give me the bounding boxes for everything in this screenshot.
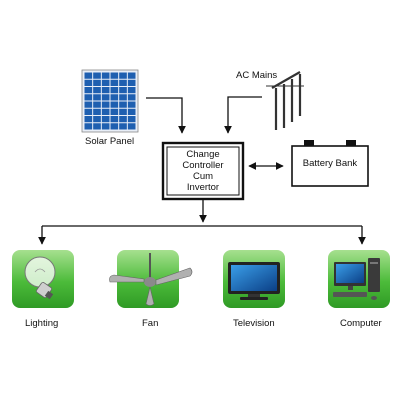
fan-label: Fan xyxy=(142,318,159,329)
solar-cell xyxy=(101,108,110,115)
solar-cell xyxy=(127,79,136,86)
solar-cell xyxy=(93,72,101,79)
fan-tile xyxy=(109,250,193,308)
solar-panel-label: Solar Panel xyxy=(85,136,135,147)
solar-cell xyxy=(84,108,93,115)
ac-mains-label: AC Mains xyxy=(236,70,278,81)
solar-cell xyxy=(119,87,127,94)
battery-bank-label: Battery Bank xyxy=(302,158,358,169)
solar-cell xyxy=(127,94,136,101)
controller-label-box: Change Controller Cum Invertor xyxy=(163,143,243,199)
solar-cell xyxy=(110,94,119,101)
input-connectors xyxy=(146,96,262,134)
solar-cell xyxy=(110,87,119,94)
solar-cell xyxy=(110,116,119,123)
computer-label: Computer xyxy=(340,318,382,329)
solar-cell xyxy=(127,108,136,115)
power-line-icon xyxy=(266,71,304,130)
solar-cell xyxy=(93,116,101,123)
solar-cell xyxy=(101,79,110,86)
solar-cell xyxy=(84,94,93,101)
solar-cell xyxy=(101,123,110,130)
solar-cell xyxy=(110,79,119,86)
solar-cell xyxy=(127,72,136,79)
solar-cell xyxy=(127,116,136,123)
solar-cell xyxy=(84,87,93,94)
computer-tile xyxy=(328,250,390,308)
solar-cell xyxy=(101,72,110,79)
solar-cell xyxy=(101,116,110,123)
solar-cell xyxy=(127,101,136,108)
ceiling-fan-icon xyxy=(109,253,193,306)
solar-cell xyxy=(110,123,119,130)
desktop-computer-icon xyxy=(333,258,380,300)
solar-cell xyxy=(84,72,93,79)
television-icon xyxy=(228,262,280,300)
solar-cell xyxy=(119,101,127,108)
battery-bank-icon xyxy=(291,140,369,187)
light-bulb-icon xyxy=(24,256,56,300)
solar-cell xyxy=(127,87,136,94)
television-label: Television xyxy=(233,318,275,329)
solar-cell xyxy=(101,87,110,94)
solar-cell xyxy=(110,101,119,108)
solar-cell xyxy=(119,79,127,86)
solar-cell xyxy=(119,94,127,101)
solar-cell xyxy=(84,116,93,123)
output-distribution xyxy=(38,199,366,245)
solar-cell xyxy=(110,72,119,79)
solar-cell xyxy=(93,87,101,94)
solar-cell xyxy=(84,79,93,86)
solar-cell xyxy=(93,79,101,86)
solar-cell xyxy=(101,101,110,108)
solar-cell xyxy=(84,101,93,108)
solar-cell xyxy=(93,94,101,101)
controller-label: Change Controller Cum Invertor xyxy=(182,149,224,193)
solar-cell xyxy=(119,123,127,130)
solar-cell xyxy=(84,123,93,130)
solar-panel-icon xyxy=(81,69,139,133)
solar-cell xyxy=(119,72,127,79)
lighting-label: Lighting xyxy=(25,318,59,329)
television-tile xyxy=(223,250,285,308)
solar-cell xyxy=(93,101,101,108)
solar-cell xyxy=(93,108,101,115)
solar-cell xyxy=(93,123,101,130)
solar-cell xyxy=(101,94,110,101)
solar-cell xyxy=(119,108,127,115)
solar-cell xyxy=(119,116,127,123)
solar-cell xyxy=(110,108,119,115)
lighting-tile xyxy=(12,250,74,308)
solar-cell xyxy=(127,123,136,130)
